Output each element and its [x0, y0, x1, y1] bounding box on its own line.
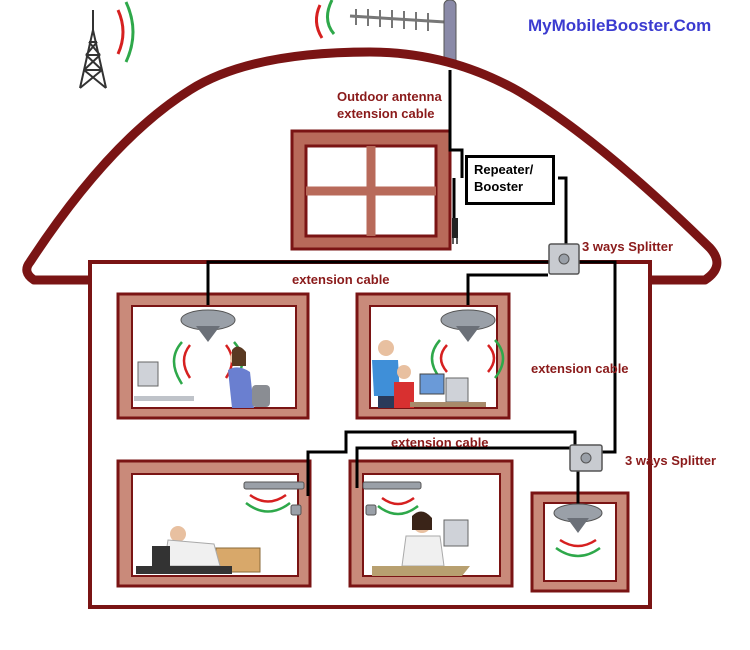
extension-cable-top-label: extension cable: [337, 106, 435, 121]
splitter-bottom-label: 3 ways Splitter: [625, 453, 717, 468]
repeater-booster-label: Repeater/ Booster: [474, 162, 534, 194]
extension-cable-right-label: extension cable: [531, 361, 629, 376]
tower-signal-waves: [116, 1, 135, 63]
outdoor-antenna-label: Outdoor antenna: [337, 89, 442, 104]
worker-headset-illustration: [372, 511, 470, 576]
extension-cable-floor1-label: extension cable: [292, 272, 390, 287]
ceiling-antenna-icon: [180, 309, 236, 342]
extension-cable-floor2-label: extension cable: [391, 435, 489, 450]
attic-window: [290, 129, 452, 251]
splitter-top-icon: [548, 243, 580, 275]
cell-tower-icon: [79, 10, 107, 89]
splitter-top-label: 3 ways Splitter: [582, 239, 674, 254]
brand-title: MyMobileBooster.Com: [528, 16, 712, 35]
worker-sleeping-desk-illustration: [136, 526, 261, 574]
yagi-antenna-icon: [315, 0, 457, 73]
cables: [206, 70, 617, 505]
office-worker-phone-illustration: [134, 346, 270, 408]
repeater-booster-box: [465, 155, 555, 205]
splitter-bottom-icon: [569, 444, 603, 472]
ceiling-antenna-icon: [440, 309, 496, 342]
office-workers-computer-illustration: [372, 340, 486, 408]
ceiling-antenna-icon: [553, 503, 603, 533]
panel-antenna-icon: [243, 481, 422, 516]
room-lower-left: [116, 459, 312, 588]
power-plug-icon: [452, 218, 458, 244]
